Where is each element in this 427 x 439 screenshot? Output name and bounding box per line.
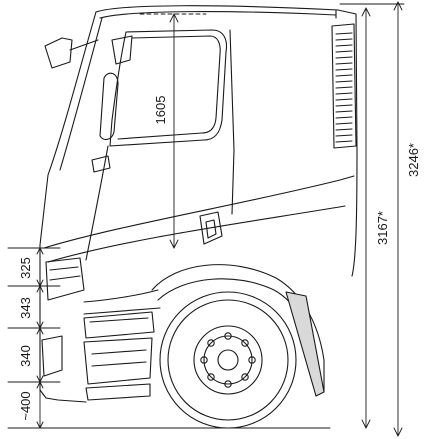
dim-cab-interior-height: 1605: [153, 96, 168, 125]
dim-overall-height-b: 3246*: [406, 143, 421, 177]
dim-ground-to-step: ~400: [18, 391, 33, 420]
cab-steps: [83, 311, 155, 401]
dim-step-1: 325: [18, 257, 33, 279]
door-window: [85, 29, 235, 261]
dimension-lines: [7, 1, 405, 437]
wheel-arch: [151, 264, 325, 397]
side-mirror: [44, 35, 133, 173]
dim-overall-height-a: 3167*: [375, 211, 390, 245]
dim-step-3: 340: [18, 345, 33, 367]
rear-vent-grille: [331, 23, 357, 149]
cab-body: [39, 5, 358, 403]
front-lights: [41, 257, 85, 377]
dim-step-2: 343: [18, 297, 33, 319]
front-wheel: [159, 291, 297, 429]
